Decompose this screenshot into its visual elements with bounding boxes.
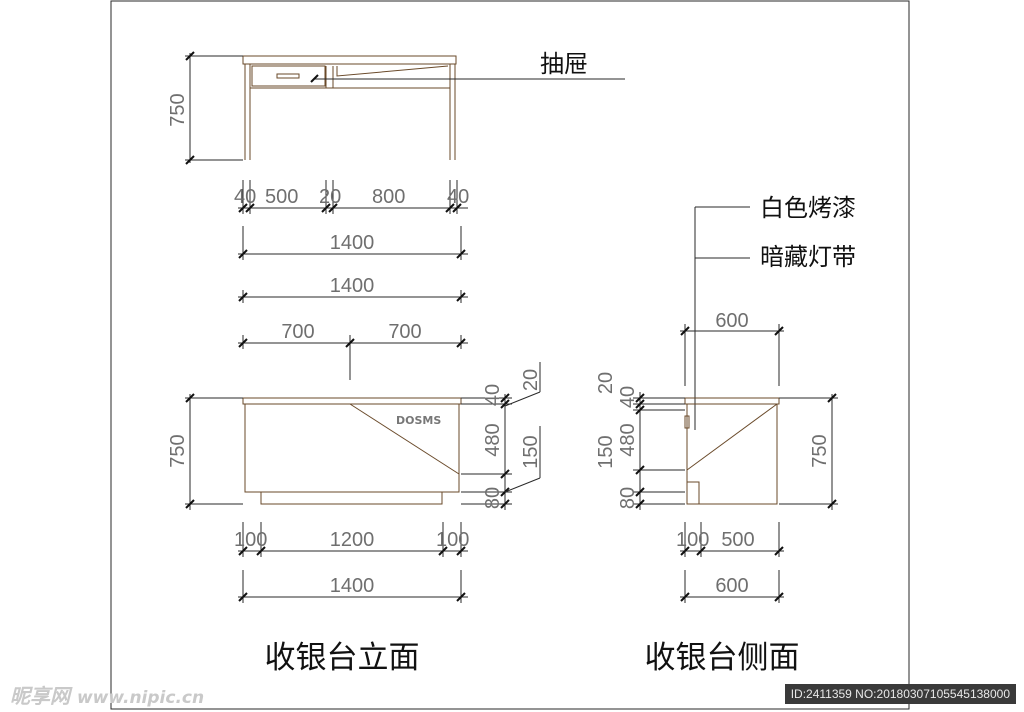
drawer-label: 抽屉 — [540, 50, 588, 78]
light-strip — [684, 415, 690, 429]
desk-top — [242, 55, 457, 65]
dim-elev-r1: 40 — [482, 384, 504, 406]
dim-top-w3: 20 — [319, 186, 341, 208]
side-top — [684, 397, 780, 405]
dim-side-total-bottom: 600 — [715, 575, 748, 597]
dim-elev-total-top: 1400 — [330, 275, 375, 297]
dim-top-w4: 800 — [372, 186, 405, 208]
dim-top-total: 1400 — [330, 232, 375, 254]
logo: DOSMS — [396, 414, 441, 427]
counter-top — [242, 397, 462, 405]
side-body — [686, 403, 778, 505]
dim-elev-extra-2: 150 — [520, 435, 542, 468]
dim-elev-half-2: 700 — [388, 321, 421, 343]
dim-side-height: 750 — [809, 434, 831, 467]
desk-drawer-view: 抽屉 750 40 500 20 800 40 1400 — [167, 50, 625, 260]
dim-elev-b2: 1200 — [330, 529, 375, 551]
watermark-url: www.nipic.cn — [76, 688, 205, 708]
dim-elev-height: 750 — [167, 434, 189, 467]
dim-side-l4: 480 — [617, 423, 639, 456]
dim-side-b2: 500 — [721, 529, 754, 551]
dim-side-l1: 20 — [595, 372, 617, 394]
counter-elevation: 1400 700 700 DOSMS 750 — [167, 275, 542, 676]
top-height-dim: 750 — [167, 93, 189, 126]
dim-side-top: 600 — [715, 310, 748, 332]
dim-elev-total-bottom: 1400 — [330, 575, 375, 597]
light-label: 暗藏灯带 — [760, 243, 856, 271]
dim-elev-b1: 100 — [234, 529, 267, 551]
dim-elev-r3: 80 — [482, 487, 504, 509]
elevation-title: 收银台立面 — [265, 640, 420, 676]
dim-top-w5: 40 — [447, 186, 469, 208]
dim-side-l2: 40 — [617, 386, 639, 408]
dim-elev-r2: 480 — [482, 423, 504, 456]
dim-side-b1: 100 — [676, 529, 709, 551]
dim-top-w1: 40 — [234, 186, 256, 208]
counter-base — [260, 491, 443, 505]
side-base — [686, 481, 700, 505]
dim-elev-half-1: 700 — [281, 321, 314, 343]
drawer — [251, 65, 326, 87]
side-title: 收银台侧面 — [645, 640, 800, 676]
dim-side-l5: 80 — [617, 487, 639, 509]
dim-elev-b3: 100 — [436, 529, 469, 551]
dim-top-w2: 500 — [265, 186, 298, 208]
counter-side-view: 白色烤漆 暗藏灯带 600 20 40 150 480 80 — [595, 194, 856, 676]
paint-label: 白色烤漆 — [760, 194, 856, 222]
watermark-id: ID:2411359 NO:20180307105545138000 — [784, 684, 1016, 704]
drawer-handle — [276, 73, 300, 79]
drawing-frame — [110, 0, 910, 710]
dim-side-l3: 150 — [595, 435, 617, 468]
watermark-logo: 昵享网 www.nipic.cn — [10, 680, 204, 709]
watermark-site: 昵享网 — [10, 684, 70, 708]
dim-elev-extra-1: 20 — [520, 369, 542, 391]
